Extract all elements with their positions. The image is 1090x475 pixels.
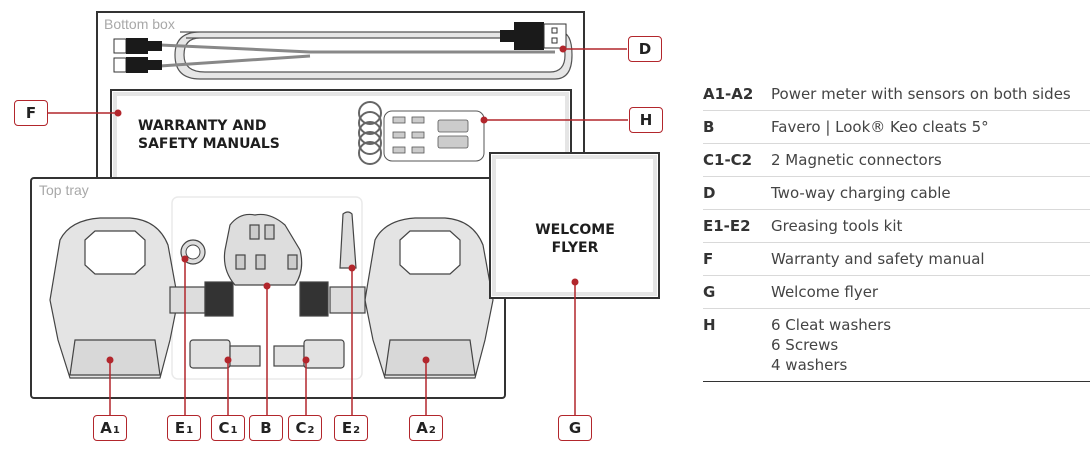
callout-h[interactable]: H	[629, 107, 663, 133]
top-tray-label: Top tray	[39, 182, 89, 198]
legend-description: Greasing tools kit	[771, 216, 902, 236]
legend-description-line: Favero | Look® Keo cleats 5°	[771, 118, 989, 136]
magnetic-connector-c1	[189, 339, 261, 369]
callout-g[interactable]: G	[558, 415, 592, 441]
legend-description: 2 Magnetic connectors	[771, 150, 942, 170]
legend-description: 6 Cleat washers 6 Screws 4 washers	[771, 315, 891, 375]
legend-code: G	[703, 283, 716, 301]
legend-description: Power meter with sensors on both sides	[771, 84, 1071, 104]
legend-table: A1-A2 Power meter with sensors on both si…	[703, 78, 1090, 382]
legend-row: B Favero | Look® Keo cleats 5°	[703, 111, 1090, 144]
legend-description-line: Warranty and safety manual	[771, 250, 985, 268]
legend-code: H	[703, 316, 716, 334]
legend-code: E1-E2	[703, 217, 751, 235]
legend-description-line: 6 Cleat washers	[771, 316, 892, 334]
legend-description: Favero | Look® Keo cleats 5°	[771, 117, 989, 137]
usbc-plug-2-body	[126, 57, 148, 73]
legend-description-line: Power meter with sensors on both sides	[771, 85, 1071, 103]
grease-tool-e2	[339, 211, 357, 269]
leader-dots	[106, 45, 579, 364]
legend-code: A1-A2	[703, 85, 754, 103]
package-contents-diagram	[30, 11, 660, 415]
legend-row: F Warranty and safety manual	[703, 243, 1090, 276]
usbc-plug-1-body	[126, 38, 148, 54]
leader-lines	[48, 48, 628, 415]
bottom-box-label: Bottom box	[104, 16, 175, 32]
welcome-title-line1: WELCOME	[535, 222, 615, 238]
legend-description-line: 4 washers	[771, 356, 848, 374]
legend-description-line: Welcome flyer	[771, 283, 879, 301]
callout-d[interactable]: D	[628, 36, 662, 62]
legend-description-line: 6 Screws	[771, 336, 839, 354]
magnetic-connector-c2	[273, 339, 345, 369]
welcome-box-title: WELCOME FLYER	[495, 221, 655, 257]
legend-description-line: Two-way charging cable	[771, 184, 951, 202]
legend-description: Two-way charging cable	[771, 183, 951, 203]
warranty-title-line1: WARRANTY AND	[138, 118, 267, 134]
legend-description: Warranty and safety manual	[771, 249, 985, 269]
usb-a-connector	[543, 23, 567, 49]
usbc-plug-2	[113, 57, 127, 73]
legend-description: Welcome flyer	[771, 282, 878, 302]
legend-row: G Welcome flyer	[703, 276, 1090, 309]
legend-row: D Two-way charging cable	[703, 177, 1090, 210]
welcome-flyer-box	[489, 152, 660, 299]
legend-row: E1-E2 Greasing tools kit	[703, 210, 1090, 243]
callout-b[interactable]: B	[249, 415, 283, 441]
legend-row: C1-C2 2 Magnetic connectors	[703, 144, 1090, 177]
legend-row: A1-A2 Power meter with sensors on both si…	[703, 78, 1090, 111]
warranty-box-title: WARRANTY AND SAFETY MANUALS	[138, 117, 280, 153]
legend-description-line: Greasing tools kit	[771, 217, 903, 235]
legend-code: B	[703, 118, 715, 136]
legend-code: D	[703, 184, 716, 202]
pedal-left-illustration	[49, 217, 234, 379]
legend-description-line: 2 Magnetic connectors	[771, 151, 942, 169]
pedal-right-illustration	[299, 217, 494, 379]
charging-cable-illustration	[159, 31, 573, 80]
legend-row: H 6 Cleat washers 6 Screws 4 washers	[703, 309, 1090, 382]
callout-f[interactable]: F	[14, 100, 48, 126]
warranty-title-line2: SAFETY MANUALS	[138, 136, 280, 152]
welcome-title-line2: FLYER	[551, 240, 599, 256]
legend-code: F	[703, 250, 714, 268]
usbc-plug-1	[113, 38, 127, 54]
hardware-kit-illustration	[358, 101, 485, 165]
cleat-illustration	[223, 213, 303, 286]
usb-a-plug-body	[500, 30, 514, 42]
legend-code: C1-C2	[703, 151, 753, 169]
